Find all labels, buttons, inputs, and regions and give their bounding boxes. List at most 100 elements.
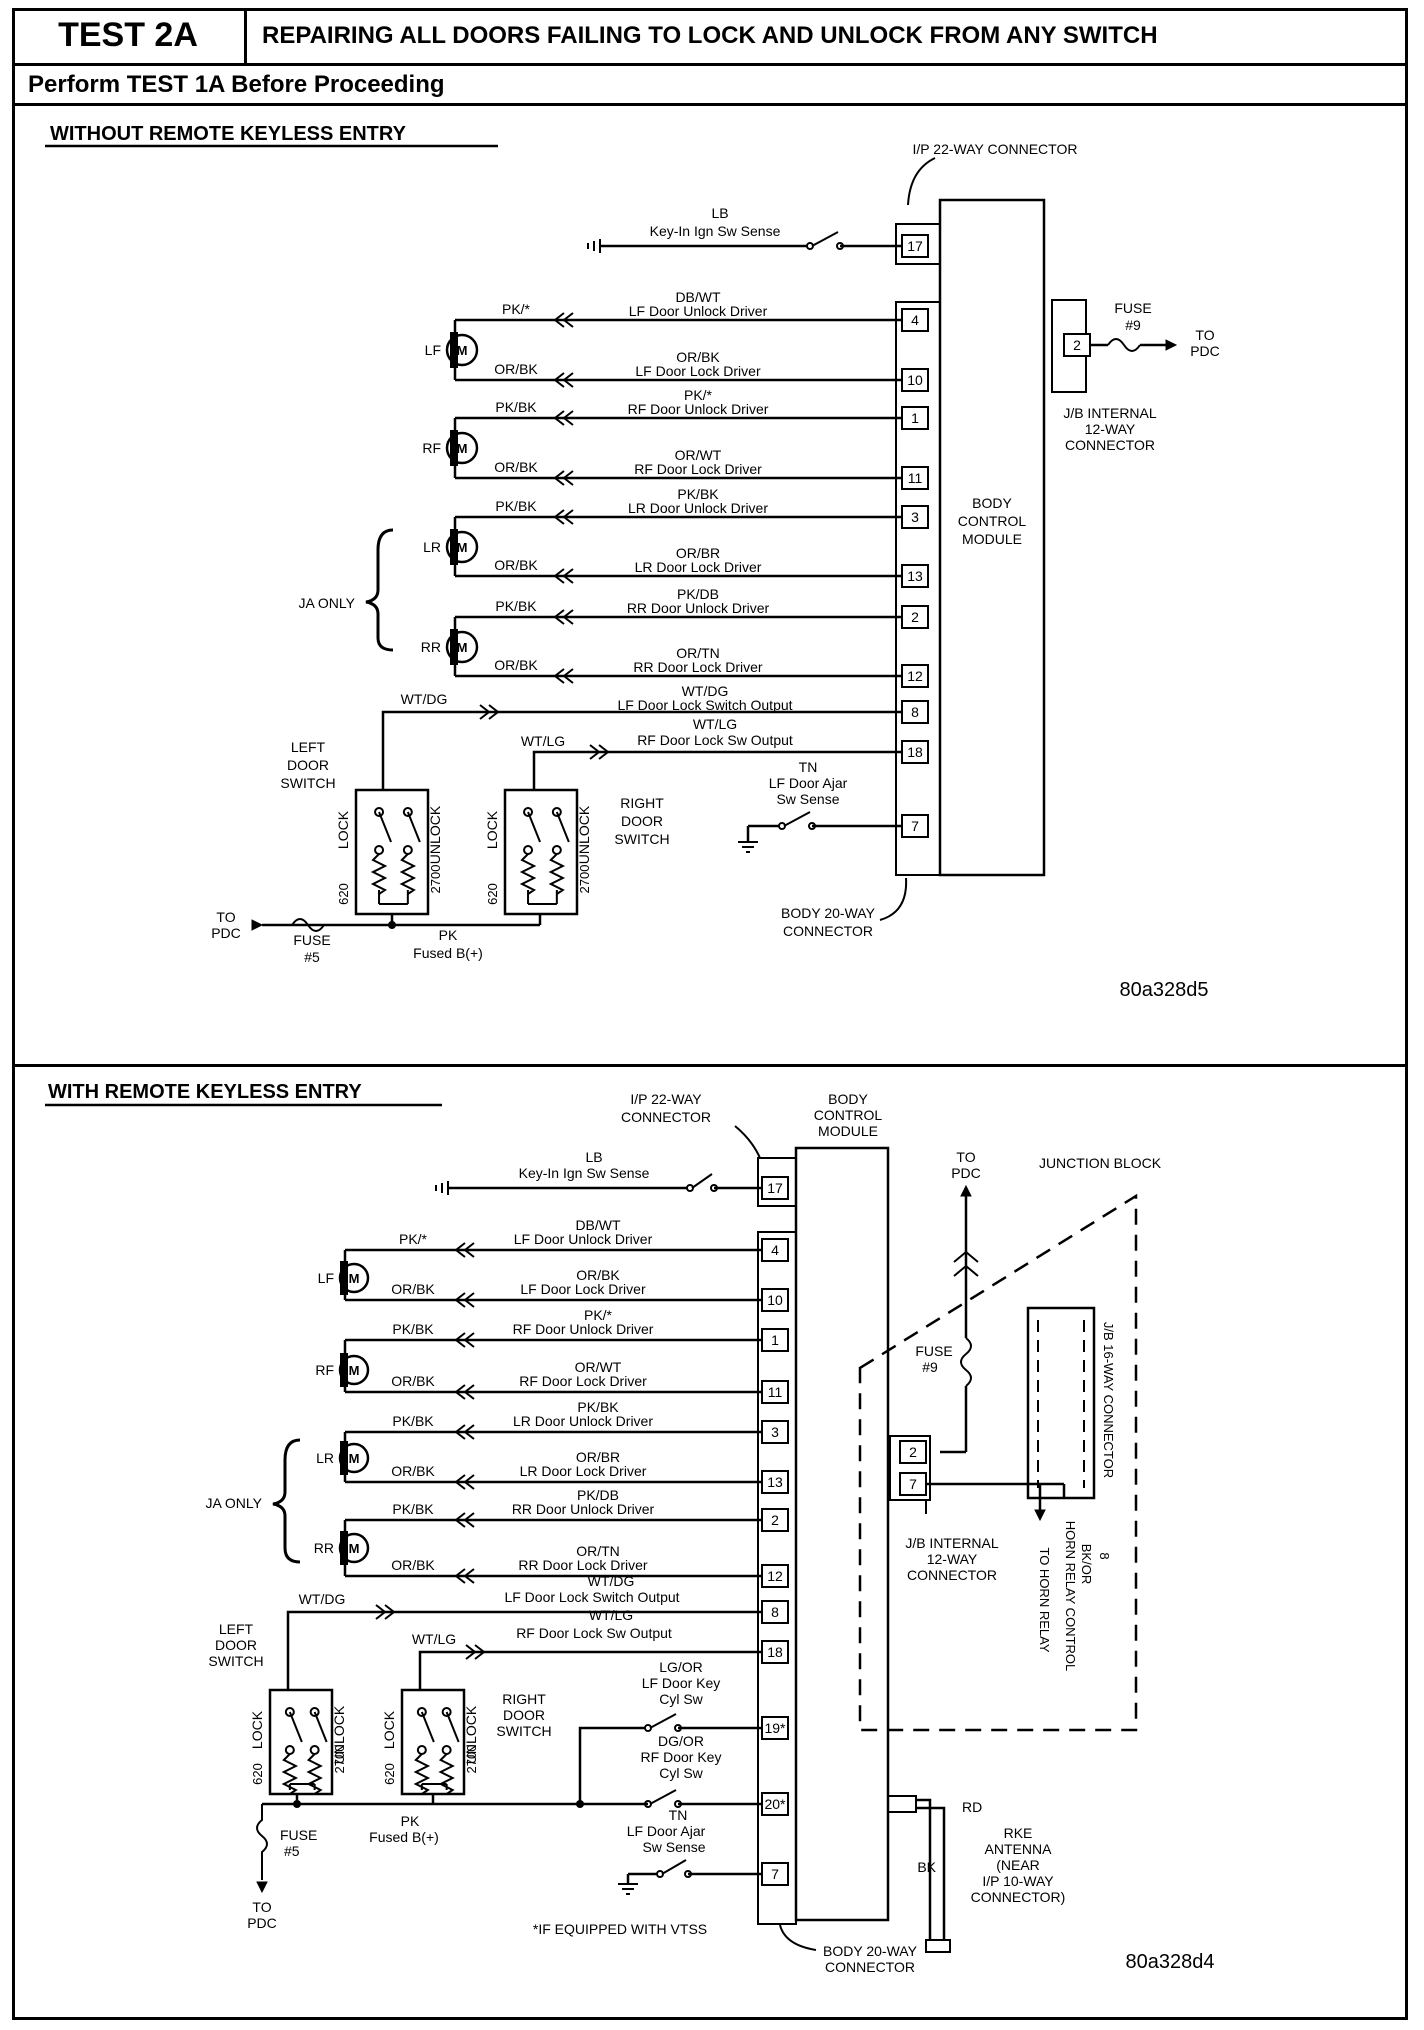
- top-rf-motor-label: RF: [422, 440, 441, 456]
- bottom-circuit-chevron: [454, 1332, 475, 1348]
- bottom-circuit-label: RF Door Unlock Driver: [513, 1321, 654, 1337]
- top-fuse5-label: FUSE: [293, 932, 330, 948]
- top-circuit-pin-number: 12: [907, 668, 923, 684]
- bottom-fuse5-num: #5: [284, 1843, 300, 1859]
- bottom-jb-pin-number: 2: [909, 1444, 917, 1460]
- bottom-lf-key-label: LF Door Key: [642, 1675, 721, 1691]
- bottom-circuit-pin-box: [761, 1288, 789, 1312]
- top-right-door-r2700-label: 2700: [577, 865, 592, 894]
- top-to-pdc: TO: [1195, 327, 1214, 343]
- top-ign-pin-number: 17: [907, 238, 923, 254]
- top-rf-motor-bracket: [450, 430, 458, 466]
- bottom-lr-motor-bracket: [340, 1441, 348, 1475]
- top-circuit-color: OR/TN: [676, 645, 720, 661]
- bottom-bcm-label: CONTROL: [814, 1107, 883, 1123]
- top-right-door-resistor-icon: [519, 853, 537, 895]
- bottom-fuse9-label: FUSE: [915, 1343, 952, 1359]
- bottom-ja-brace: [272, 1438, 301, 1564]
- bottom-fuse9-num: #9: [922, 1359, 938, 1375]
- bottom-lf-key-pin-box: [761, 1716, 789, 1740]
- top-motor-wire-color: PK/BK: [495, 498, 537, 514]
- bottom-ajar-pin-number: 7: [771, 1866, 779, 1882]
- bottom-horn-relay-label: HORN RELAY CONTROL: [1063, 1521, 1078, 1672]
- bottom-ajar-switch-blade: [661, 1859, 687, 1875]
- top-fuse9-num: #9: [1125, 317, 1141, 333]
- bottom-bcm-box: [794, 1146, 890, 1922]
- top-circuit-pin-number: 2: [911, 609, 919, 625]
- bottom-lf-key-color: LG/OR: [659, 1659, 703, 1675]
- bottom-circuit-chevron: [454, 1242, 475, 1258]
- top-ign-pin-box: [901, 234, 929, 258]
- bottom-circuit-chevron: [454, 1424, 475, 1440]
- bottom-to-pdc: TO: [956, 1149, 975, 1165]
- top-motor-wire-color: OR/BK: [494, 557, 538, 573]
- top-left-door-lock-label: LOCK: [335, 810, 351, 849]
- top-lf-motor-bracket: [450, 332, 458, 368]
- top-fuse9-icon: [1107, 338, 1141, 352]
- top-body-connector-label: CONNECTOR: [783, 923, 873, 939]
- top-fuse5-icon: [291, 918, 325, 932]
- top-fuse9-label: FUSE: [1114, 300, 1151, 316]
- top-ajar-label: Sw Sense: [776, 791, 839, 807]
- bottom-figure-id: 80a328d4: [1126, 1951, 1215, 1973]
- bottom-jb-connector-label: CONNECTOR: [907, 1567, 997, 1583]
- bottom-circuit-pin-number: 13: [767, 1474, 783, 1490]
- bottom-rke-antenna-icon: [925, 1939, 951, 1953]
- bottom-right-switch-label: RIGHT: [502, 1691, 546, 1707]
- bottom-rke-label: ANTENNA: [985, 1841, 1053, 1857]
- bottom-rke-label: (NEAR: [996, 1857, 1040, 1873]
- top-circuit-pin-box: [901, 605, 929, 629]
- bottom-ign-pin-box: [761, 1176, 789, 1200]
- bottom-lf-switch-label: LF Door Lock Switch Output: [504, 1589, 679, 1605]
- top-circuit-pin-box: [901, 368, 929, 392]
- bottom-rr-motor-bracket: [340, 1531, 348, 1565]
- top-left-door-switch-blade: [406, 811, 421, 843]
- bottom-circuit-pin-number: 11: [768, 1384, 783, 1400]
- bottom-lf-switch-chevron: [375, 1604, 396, 1620]
- bottom-vtss-note: *IF EQUIPPED WITH VTSS: [533, 1921, 707, 1937]
- top-lf-switch-left-color: WT/DG: [401, 691, 448, 707]
- bottom-circuit-color: OR/WT: [575, 1359, 622, 1375]
- bottom-lf-switch-pin-number: 8: [771, 1604, 779, 1620]
- bottom-circuit-color: PK/BK: [577, 1399, 619, 1415]
- bottom-rf-switch-color: WT/LG: [589, 1607, 633, 1623]
- top-circuit-chevron: [553, 410, 574, 426]
- top-left-door-resistor-icon: [399, 853, 417, 895]
- top-right-switch-label: SWITCH: [614, 831, 669, 847]
- bottom-rf-key-label: Cyl Sw: [659, 1765, 703, 1781]
- top-left-door-switch-body: [354, 788, 430, 916]
- bottom-fuse5-pdc: PDC: [247, 1915, 277, 1931]
- bottom-horn-color: BK/OR: [1079, 1544, 1094, 1584]
- top-circuit-pin-number: 13: [907, 568, 923, 584]
- top-rf-switch-pin-number: 18: [907, 744, 923, 760]
- top-bcm-label: BODY: [972, 495, 1012, 511]
- bottom-circuit-label: RR Door Unlock Driver: [512, 1501, 655, 1517]
- top-motor-wire-color: PK/BK: [495, 598, 537, 614]
- top-right-switch-label: DOOR: [621, 813, 663, 829]
- top-to-pdc: PDC: [1190, 343, 1220, 359]
- bottom-circuit-label: RR Door Lock Driver: [518, 1557, 647, 1573]
- top-rr-motor-bracket: [450, 629, 458, 665]
- top-right-door-contact: [523, 845, 534, 855]
- bottom-rf-key-color: DG/OR: [658, 1733, 704, 1749]
- bottom-circuit-color: OR/TN: [576, 1543, 620, 1559]
- bottom-left-door-switch-body: [268, 1688, 334, 1796]
- top-ja-only-label: JA ONLY: [298, 595, 355, 611]
- top-circuit-label: LF Door Lock Driver: [635, 363, 761, 379]
- bottom-circuit-color: OR/BR: [576, 1449, 620, 1465]
- top-circuit-label: LF Door Unlock Driver: [629, 303, 768, 319]
- top-pk-color: PK: [439, 927, 458, 943]
- bottom-junction-block-label: JUNCTION BLOCK: [1039, 1155, 1162, 1171]
- bottom-ja-only-label: JA ONLY: [205, 1495, 262, 1511]
- top-lf-switch-wire: [381, 710, 902, 790]
- bottom-left-door-unlock-label: UNLOCK: [331, 1705, 347, 1764]
- bottom-right-door-switch-blade: [420, 1711, 435, 1743]
- bottom-ip-connector-leader: [734, 1125, 761, 1159]
- bottom-left-switch-label: DOOR: [215, 1637, 257, 1653]
- top-circuit-pin-number: 4: [911, 312, 919, 328]
- bottom-circuit-color: OR/BK: [576, 1267, 620, 1283]
- bottom-body-connector-shell: [757, 1231, 797, 1925]
- bottom-pk-color: PK: [401, 1813, 420, 1829]
- top-lf-switch-pin-box: [901, 700, 929, 724]
